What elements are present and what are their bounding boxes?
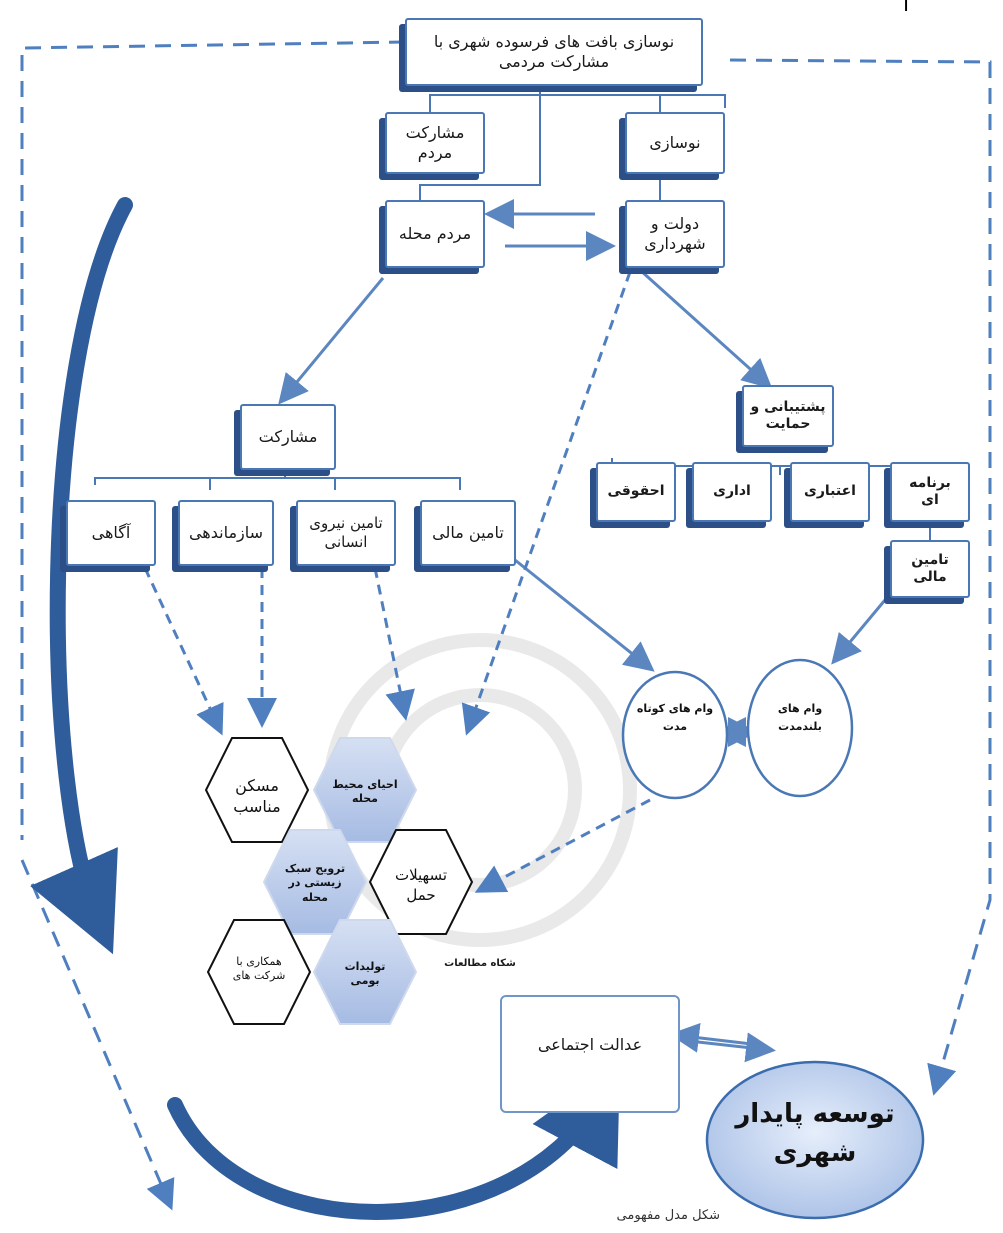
hexagon-revival-label: احیای محیط محله [332,778,398,806]
hexagon-production-label: تولیدات بومی [344,960,386,988]
node-renovation: نوسازی [625,112,725,174]
node-human-resources: تامین نیروی انسانی [296,500,396,566]
figure-caption: شکل مدل مفهومی [616,1208,720,1223]
node-support: پشتیبانی و حمایت [742,385,834,447]
hexagon-cooperation [206,919,312,1025]
hexagon-transport [368,829,474,935]
big-curved-arrows [30,197,621,1220]
node-legal: احقوقی [596,462,676,522]
hexagon-promote-label: ترویج سبک زیستی در محله [284,862,346,904]
node-neighborhood-people: مردم محله [385,200,485,268]
loan-ovals [621,658,854,800]
node-administrative: اداری [692,462,772,522]
node-participation-people: مشارکت مردم [385,112,485,174]
node-financing-right: تامین مالی [890,540,970,598]
oval-long-loans [746,658,854,798]
sustainable-ellipse [705,1060,925,1220]
node-participation: مشارکت [240,404,336,470]
hexagon-transport-label: تسهیلات حمل [394,866,448,904]
oval-short-loans [621,670,729,800]
node-awareness: آگاهی [66,500,156,566]
partial-text: شکاه مطالعات [444,958,516,969]
node-government: دولت و شهرداری [625,200,725,268]
node-top: نوسازی بافت های فرسوده شهری با مشارکت مر… [405,18,703,86]
hexagon-cluster [204,737,474,1025]
sustainable-label: توسعه پایدار شهری [735,1099,895,1168]
node-financing: تامین مالی [420,500,516,566]
hexagon-housing [204,737,310,843]
solid-arrows [278,199,887,1063]
node-credit: اعتباری [790,462,870,522]
oval-short-loans-label: وام های کوتاه مدت [636,702,714,733]
oval-long-loans-label: وام های بلندمدت [777,702,823,733]
hexagon-housing-label: مسکن مناسب [233,776,281,816]
node-social-justice: عدالت اجتماعی [500,995,680,1113]
node-programmatic: برنامه ای [890,462,970,522]
hexagon-production [312,919,418,1025]
dashed-arrows [143,271,651,893]
hexagon-cooperation-label: همکاری با شرکت های [232,955,286,983]
corner-mark: ا [903,0,910,17]
node-organizing: سازماندهی [178,500,274,566]
